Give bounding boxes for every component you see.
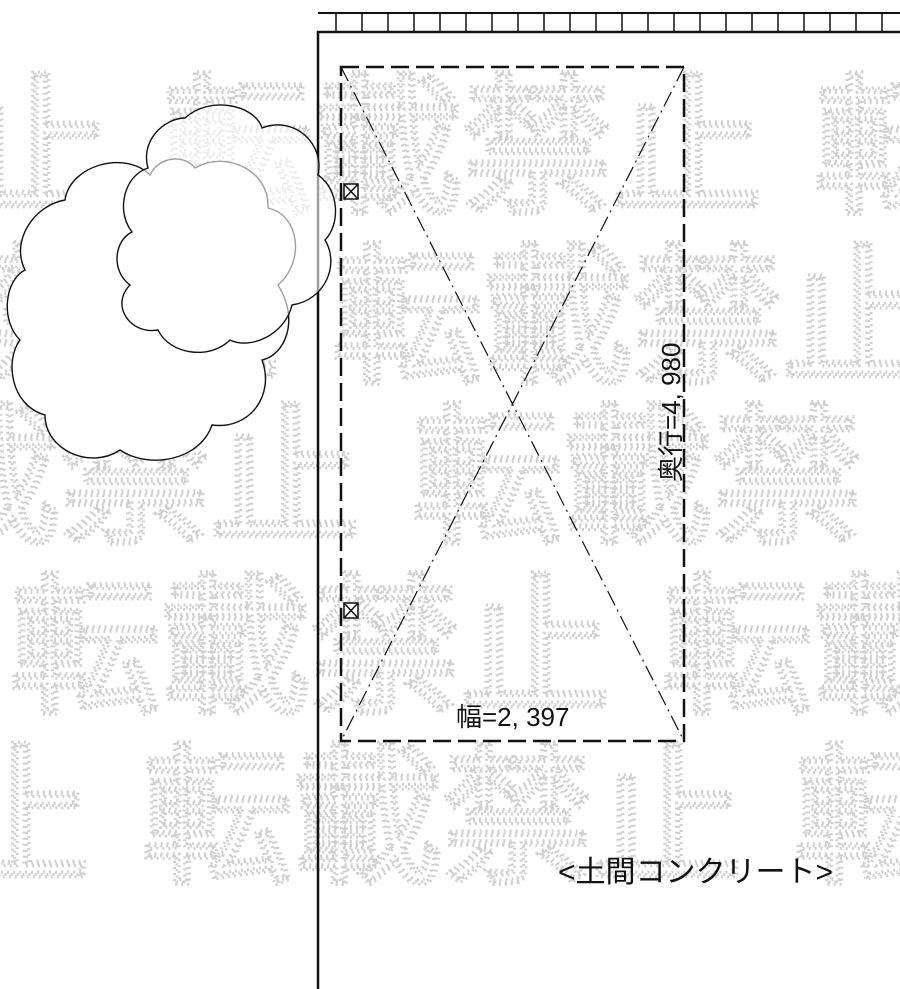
floor-material-label: <土間コンクリート> <box>558 856 833 889</box>
tree-small-icon <box>116 104 337 354</box>
parking-space-outline <box>339 65 686 743</box>
watermark-layer: 止 転載禁止 転 禁止 転載禁止 載禁止 転載禁 転載禁止 転載 止 転載禁止 … <box>0 61 900 908</box>
watermark-row-4: 転載禁止 転載 <box>10 562 900 736</box>
marker-box-lower <box>343 602 359 619</box>
width-dimension-label: 幅=2, 397 <box>456 702 569 732</box>
parking-space-diagonals <box>340 66 685 742</box>
watermark-row-5: 止 転載禁止 転 <box>0 732 900 906</box>
marker-box-upper <box>343 183 359 200</box>
depth-dimension-label: 奥行=4, 980 <box>656 343 686 482</box>
site-boundary <box>316 30 900 989</box>
top-wall-edge <box>318 12 900 32</box>
